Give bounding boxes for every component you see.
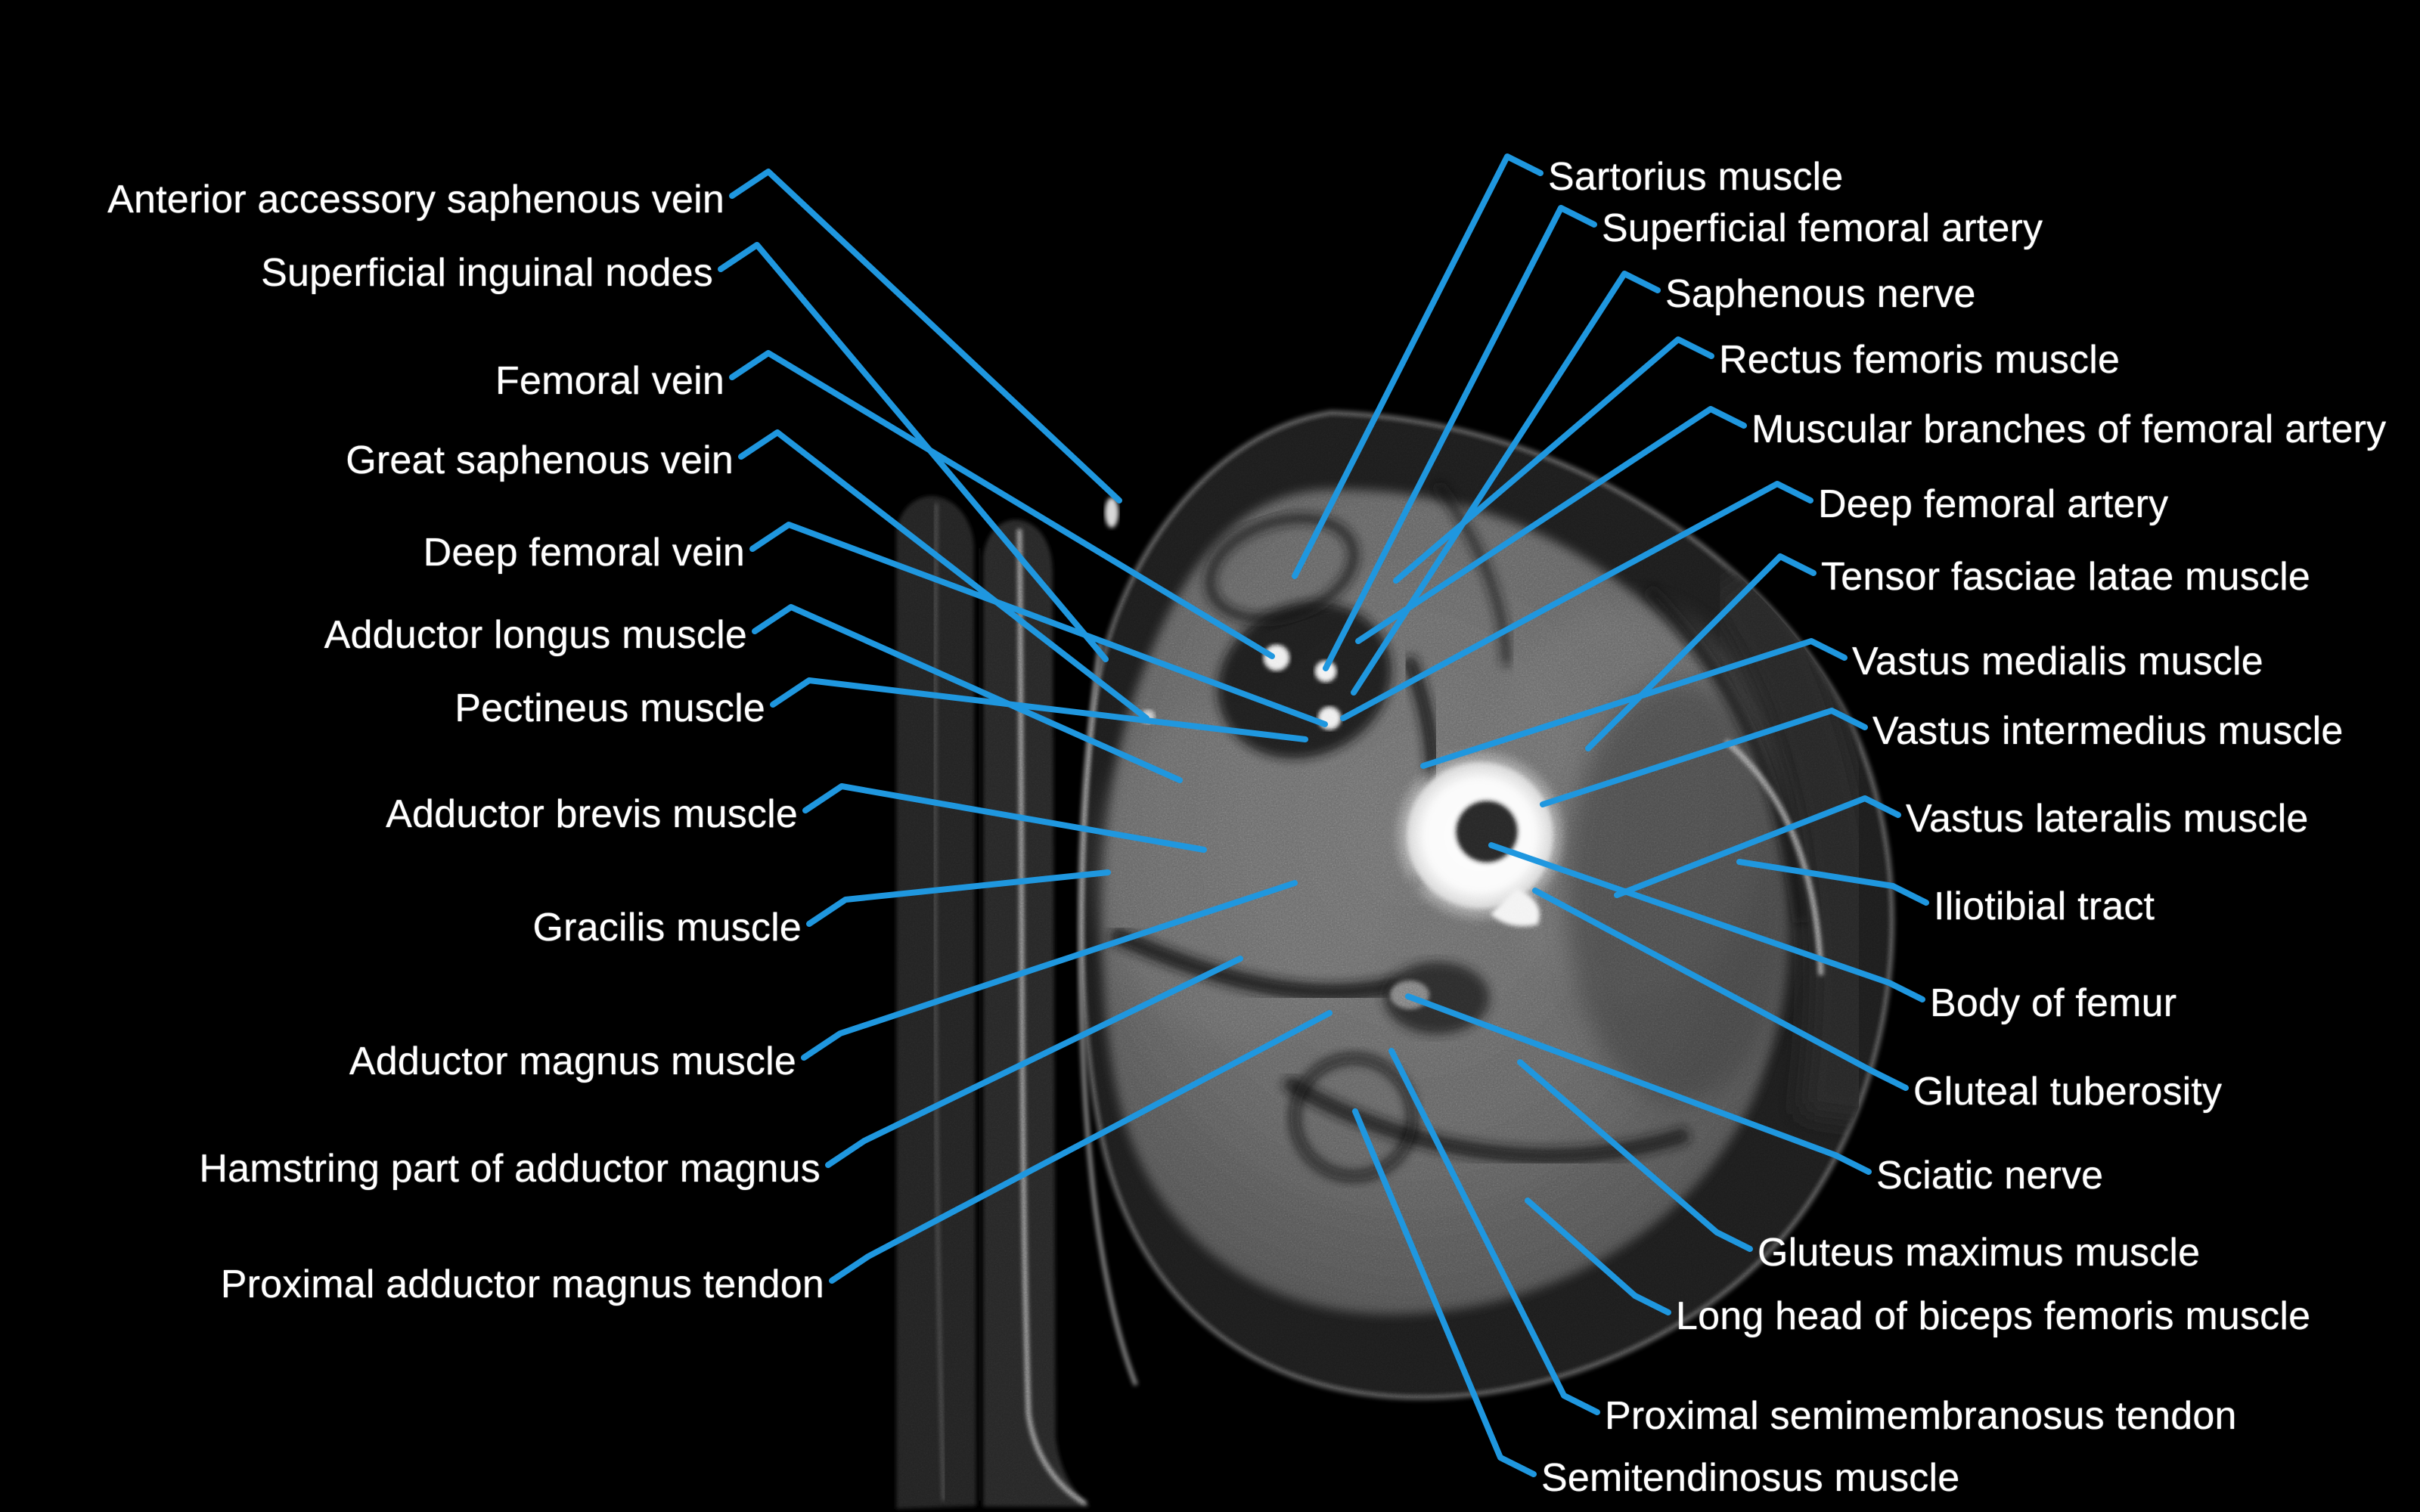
leader-line-great-saphenous-vein: [738, 429, 1150, 721]
leader-line-vastus-lateralis-muscle: [1614, 795, 1901, 898]
leader-line-sartorius-muscle: [1292, 153, 1544, 579]
leader-line-saphenous-nerve: [1351, 271, 1661, 696]
leader-line-adductor-magnus-muscle: [801, 880, 1298, 1061]
leader-line-deep-femoral-vein: [749, 522, 1328, 727]
leader-line-femoral-vein: [729, 350, 1275, 659]
vessel-dot-accessory-saphenous: [1105, 497, 1118, 528]
leader-line-gracilis-muscle: [806, 869, 1111, 927]
leader-line-proximal-semimembranosus-tendon: [1388, 1048, 1600, 1415]
leader-line-vastus-medialis-muscle: [1420, 638, 1848, 769]
leader-line-long-head-of-biceps-femoris-muscle: [1525, 1198, 1671, 1315]
leader-lines: [718, 153, 1929, 1477]
leader-line-adductor-brevis-muscle: [802, 783, 1207, 853]
leader-line-anterior-accessory-saphenous-vein: [729, 169, 1122, 503]
leader-line-superficial-inguinal-nodes: [718, 242, 1109, 662]
leader-line-semitendinosus-muscle: [1352, 1108, 1537, 1477]
leader-line-gluteal-tuberosity: [1532, 888, 1909, 1091]
leader-line-adductor-longus-muscle: [752, 604, 1183, 783]
leader-line-iliotibial-tract: [1736, 859, 1929, 906]
leader-line-superficial-femoral-artery: [1323, 205, 1597, 671]
leader-line-muscular-branches-of-femoral-artery: [1355, 406, 1747, 644]
sliver-gap-shadow: [975, 547, 985, 1501]
leader-line-tensor-fasciae-latae-muscle: [1585, 553, 1817, 751]
leader-line-pectineus-muscle: [770, 677, 1308, 742]
leader-line-deep-femoral-artery: [1340, 481, 1813, 721]
leader-line-body-of-femur: [1488, 842, 1925, 1002]
leader-line-rectus-femoris-muscle: [1393, 336, 1714, 584]
leader-line-hamstring-part-of-adductor-magnus: [825, 956, 1243, 1168]
leader-line-vastus-intermedius-muscle: [1540, 708, 1868, 807]
leader-line-sciatic-nerve: [1405, 993, 1872, 1175]
leader-line-proximal-adductor-magnus-tendon: [829, 1010, 1333, 1284]
leader-line-gluteus-maximus-muscle: [1517, 1059, 1753, 1252]
